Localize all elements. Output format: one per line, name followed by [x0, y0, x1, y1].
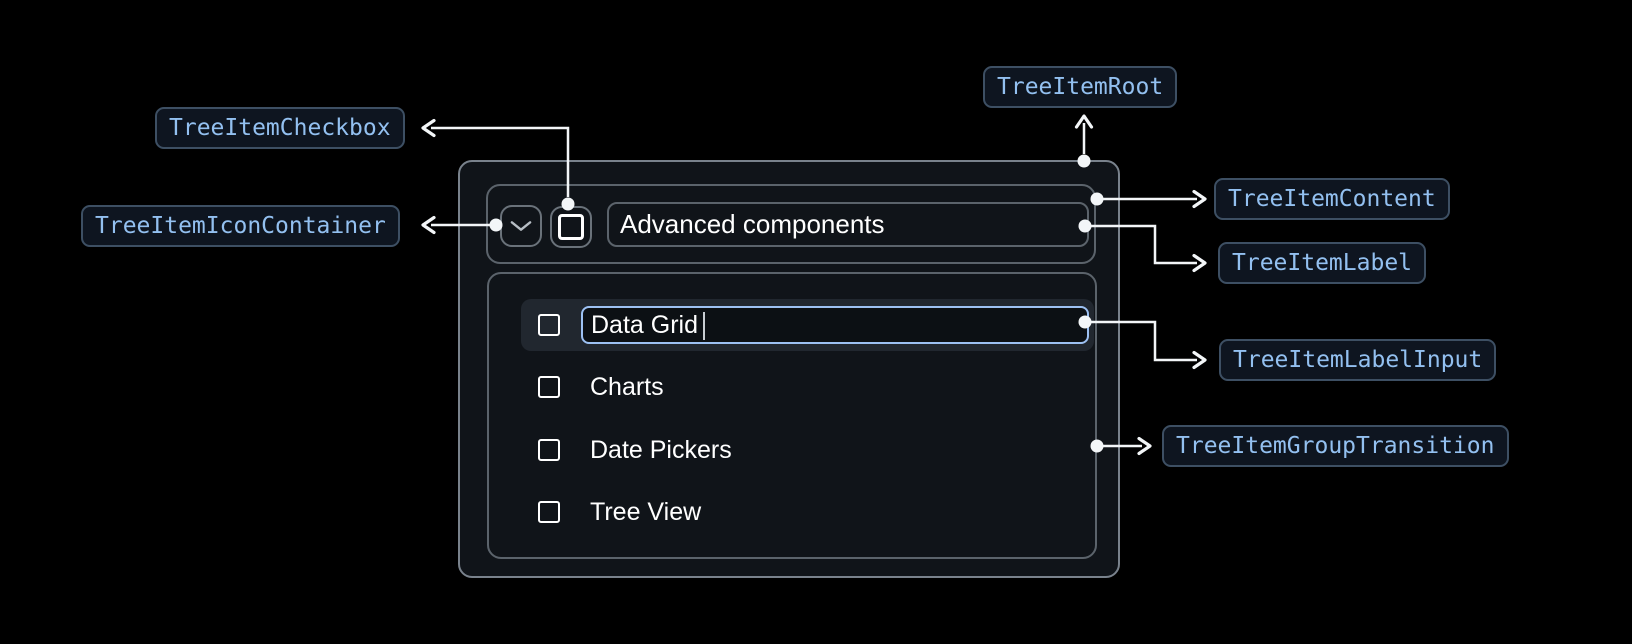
annotation-tree-item-group-transition: TreeItemGroupTransition [1162, 425, 1509, 467]
annotation-tree-item-checkbox: TreeItemCheckbox [155, 107, 405, 149]
tree-item-icon-container[interactable] [500, 205, 542, 247]
tree-item-content[interactable]: Advanced components [486, 184, 1096, 264]
annotation-tree-item-label-input: TreeItemLabelInput [1219, 339, 1497, 381]
tree-item-label-input[interactable]: Data Grid [581, 306, 1089, 344]
annotation-tree-item-icon-container: TreeItemIconContainer [81, 205, 400, 247]
tree-row-data-grid[interactable]: Data Grid [521, 299, 1094, 351]
tree-item-root: Advanced components Data Grid Charts Dat… [458, 160, 1120, 578]
checkbox-unchecked-icon[interactable] [538, 439, 560, 461]
tree-row-label: Date Pickers [590, 435, 732, 464]
annotation-tree-item-content: TreeItemContent [1214, 178, 1450, 220]
parent-item-label: Advanced components [620, 209, 885, 239]
checkbox-unchecked-icon[interactable] [538, 314, 560, 336]
checkbox-unchecked-icon[interactable] [538, 376, 560, 398]
text-caret [703, 312, 705, 340]
label-input-value: Data Grid [591, 310, 698, 339]
tree-item-group-transition: Data Grid Charts Date Pickers Tree View [487, 272, 1097, 559]
chevron-down-icon [510, 221, 532, 231]
tree-row-tree-view[interactable]: Tree View [538, 486, 1058, 538]
checkbox-unchecked-icon[interactable] [538, 501, 560, 523]
tree-item-label: Advanced components [607, 202, 1089, 247]
tree-item-checkbox[interactable] [550, 206, 592, 248]
tree-row-charts[interactable]: Charts [538, 361, 1058, 413]
tree-row-label: Charts [590, 372, 664, 401]
tree-row-date-pickers[interactable]: Date Pickers [538, 424, 1058, 476]
annotation-tree-item-label: TreeItemLabel [1218, 242, 1427, 284]
annotation-tree-item-root: TreeItemRoot [983, 66, 1178, 108]
checkbox-unchecked-icon [558, 214, 584, 240]
tree-row-label: Tree View [590, 497, 702, 526]
